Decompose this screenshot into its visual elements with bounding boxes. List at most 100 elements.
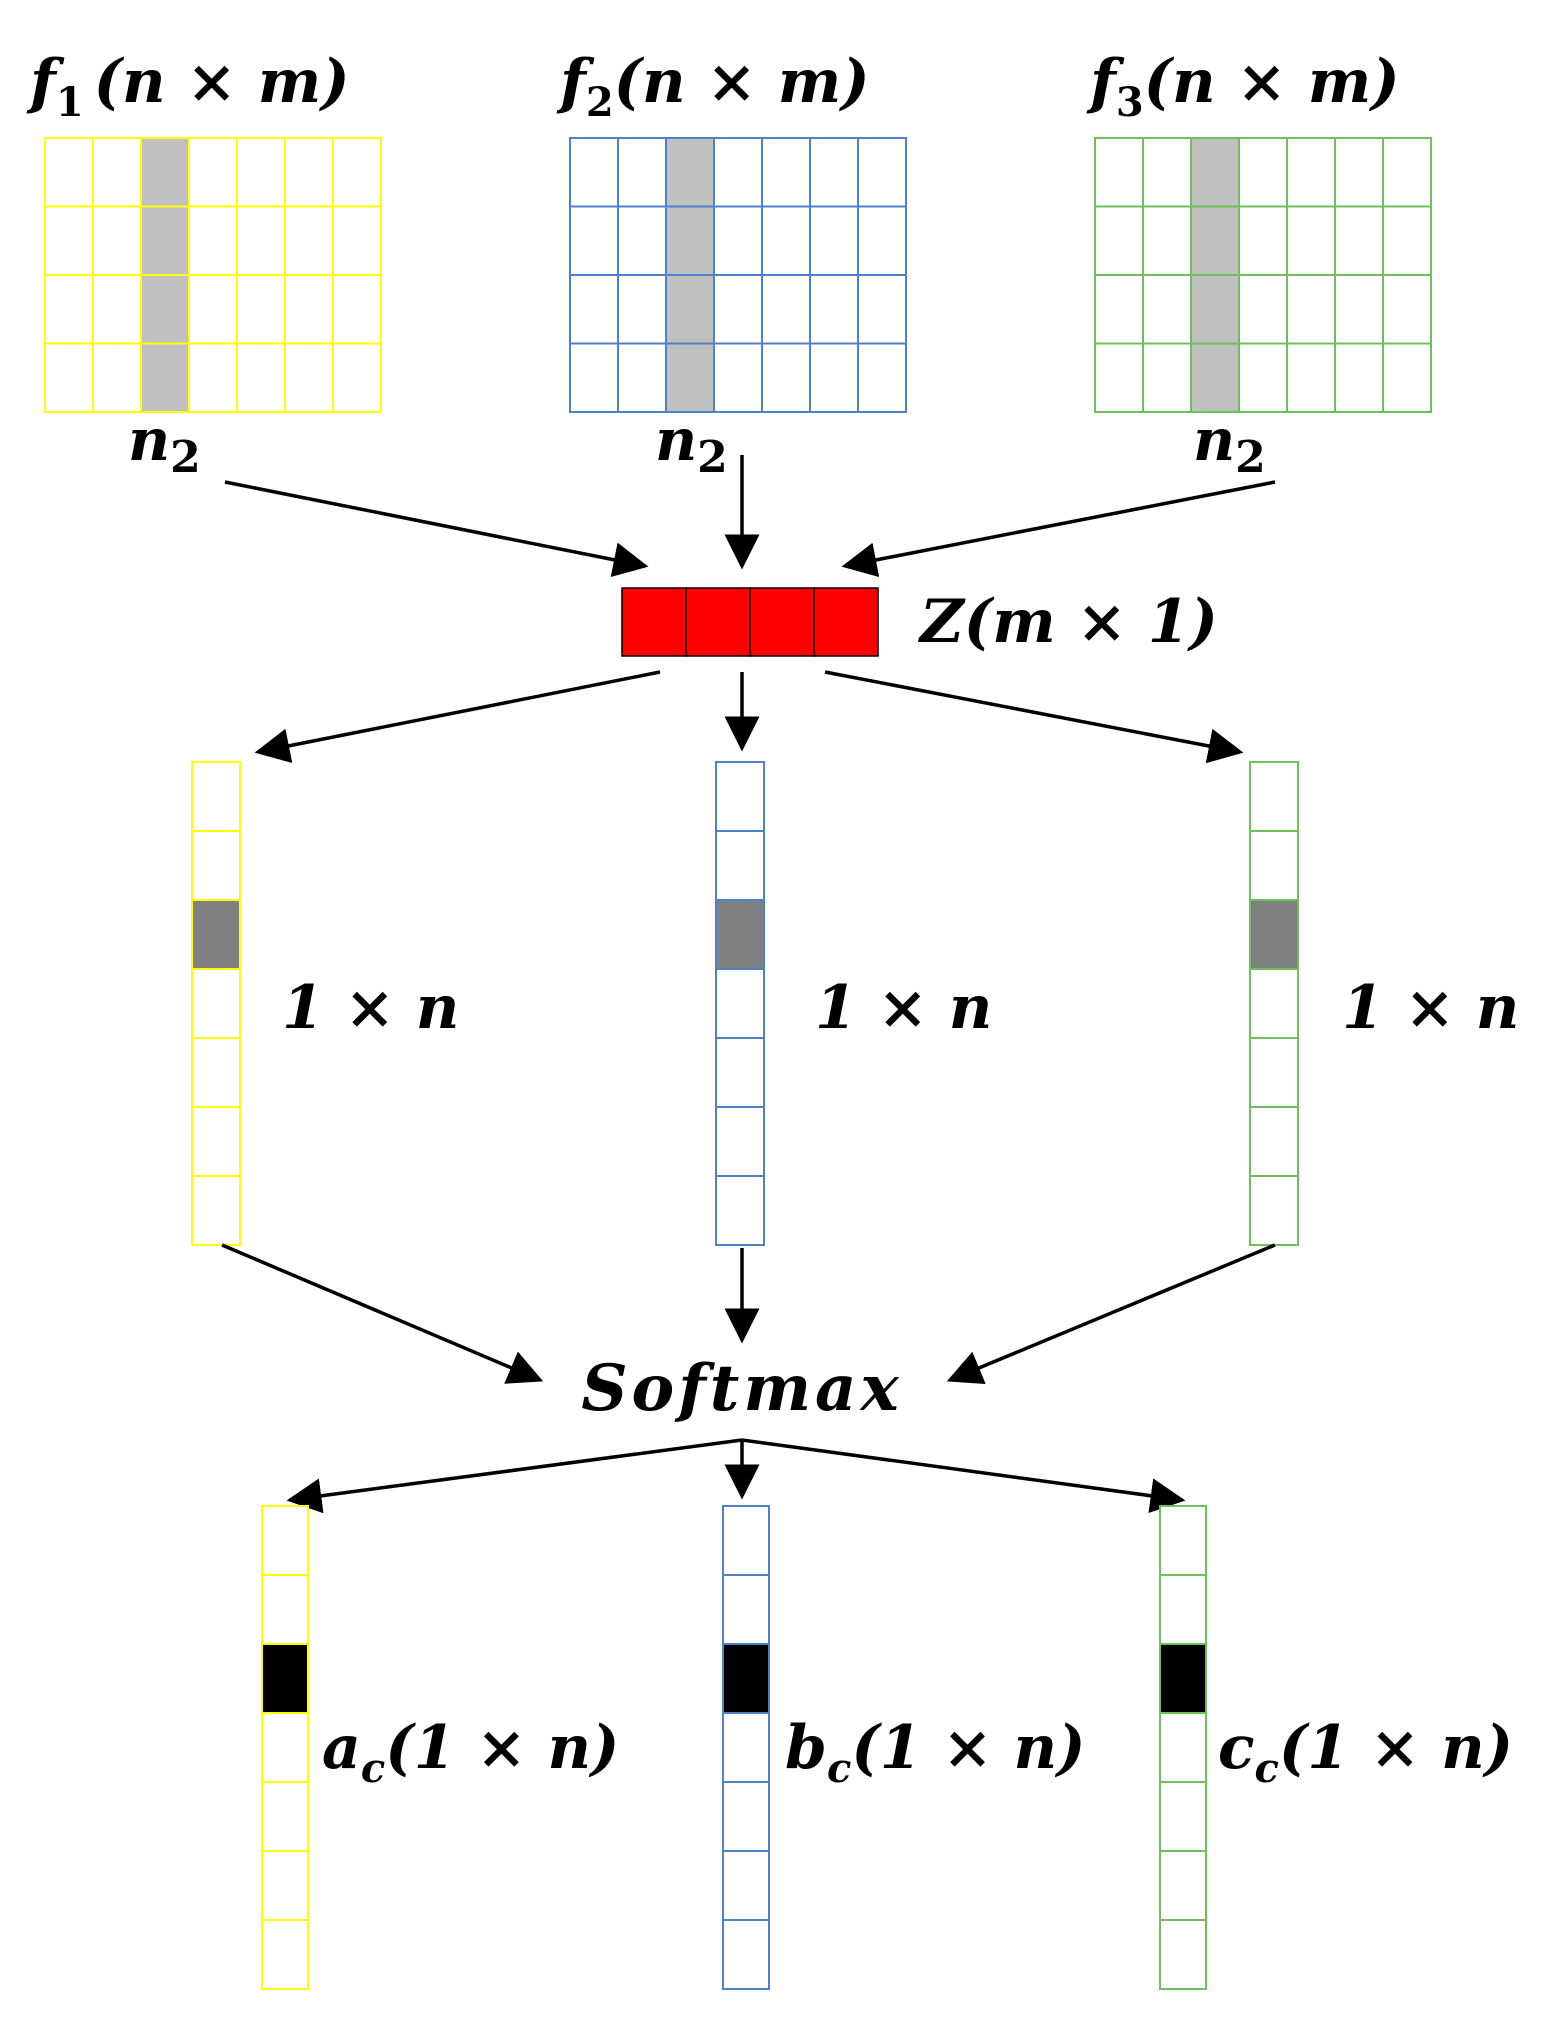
output-vector-cell [1159, 1850, 1207, 1921]
arrow-softmax-to-out3 [741, 1438, 1186, 1514]
matrix-cell [713, 137, 763, 208]
matrix-cell [1382, 274, 1432, 345]
matrix-cell [809, 342, 859, 413]
matrix-cell [1094, 137, 1144, 208]
arrow-mid1-to-softmax [221, 1243, 544, 1384]
matrix-cell [617, 205, 667, 276]
matrix-cell [1286, 205, 1336, 276]
matrix-cell [332, 342, 382, 413]
output-vector-a-label: ac(1 × n) [322, 1713, 619, 1792]
mid-vector-cell [1249, 830, 1299, 901]
matrix-cell [761, 274, 811, 345]
matrix-cell [617, 274, 667, 345]
matrix-cell [809, 205, 859, 276]
matrix-cell-highlighted [665, 274, 715, 345]
mid-vector-cell [191, 761, 241, 832]
output-vector-cell [1159, 1712, 1207, 1783]
matrix-f3-grid [1094, 137, 1432, 413]
matrix-cell [761, 205, 811, 276]
matrix-cell [44, 137, 94, 208]
mid-vector-cell [191, 968, 241, 1039]
output-vector-a [261, 1505, 309, 1990]
output-vector-cell [1159, 1781, 1207, 1852]
matrix-cell [761, 342, 811, 413]
mid-vector-cell [1249, 761, 1299, 832]
z-vector-cell [621, 587, 687, 657]
matrix-cell-highlighted [665, 205, 715, 276]
matrix-cell [44, 342, 94, 413]
matrix-cell [1334, 274, 1384, 345]
matrix-cell [332, 205, 382, 276]
matrix-cell [188, 342, 238, 413]
mid-vector-cell [191, 1037, 241, 1108]
matrix-cell [1094, 205, 1144, 276]
output-vector-cell [722, 1781, 770, 1852]
matrix-cell [236, 205, 286, 276]
mid-vector-cell [715, 1106, 765, 1177]
arrow-softmax-to-out1 [286, 1438, 743, 1514]
matrix-cell [1334, 205, 1384, 276]
mid-vector-cell [191, 1175, 241, 1246]
matrix-cell [1238, 274, 1288, 345]
mid-vector-cell-highlighted [1249, 899, 1299, 970]
matrix-cell-highlighted [140, 137, 190, 208]
matrix-cell [1334, 342, 1384, 413]
matrix-cell [284, 274, 334, 345]
softmax-label: Softmax [581, 1351, 902, 1426]
z-vector-label: Z(m × 1) [918, 587, 1218, 657]
matrix-cell [857, 205, 907, 276]
mid-vector-2-label: 1 × n [815, 973, 992, 1043]
matrix-f3-title: f3(n × m) [1086, 47, 1400, 126]
output-vector-cell [1159, 1574, 1207, 1645]
matrix-cell [1238, 137, 1288, 208]
output-vector-cell [261, 1919, 309, 1990]
matrix-cell [1382, 205, 1432, 276]
matrix-cell [1094, 342, 1144, 413]
z-vector-cell [685, 587, 751, 657]
matrix-cell [569, 342, 619, 413]
matrix-cell [713, 205, 763, 276]
matrix-cell [1142, 137, 1192, 208]
matrix-cell [857, 137, 907, 208]
z-vector-cell [749, 587, 815, 657]
matrix-f1-grid [44, 137, 382, 413]
mid-vector-cell [1249, 1106, 1299, 1177]
matrix-cell [1142, 205, 1192, 276]
output-vector-cell-highlighted [1159, 1643, 1207, 1714]
matrix-cell [569, 205, 619, 276]
matrix-cell [284, 342, 334, 413]
mid-vector-cell [715, 1037, 765, 1108]
output-vector-cell [261, 1712, 309, 1783]
output-vector-b [722, 1505, 770, 1990]
output-vector-cell [261, 1574, 309, 1645]
matrix-cell [569, 137, 619, 208]
mid-vector-3 [1249, 761, 1299, 1246]
matrix-cell-highlighted [1190, 274, 1240, 345]
matrix-cell [713, 274, 763, 345]
arrow-z-to-mid3 [824, 670, 1244, 764]
mid-vector-cell [1249, 1175, 1299, 1246]
matrix-cell [1286, 137, 1336, 208]
mid-vector-cell-highlighted [191, 899, 241, 970]
output-vector-cell-highlighted [722, 1643, 770, 1714]
matrix-cell-highlighted [140, 274, 190, 345]
output-vector-c-label: cc(1 × n) [1218, 1713, 1513, 1792]
matrix-cell [1142, 342, 1192, 413]
matrix-cell [236, 342, 286, 413]
matrix-cell [92, 274, 142, 345]
matrix-cell [1334, 137, 1384, 208]
matrix-cell-highlighted [665, 137, 715, 208]
matrix-cell [188, 137, 238, 208]
mid-vector-cell-highlighted [715, 899, 765, 970]
mid-vector-cell [191, 1106, 241, 1177]
matrix-cell [1286, 342, 1336, 413]
mid-vector-3-label: 1 × n [1342, 973, 1519, 1043]
output-vector-c [1159, 1505, 1207, 1990]
output-vector-cell [722, 1850, 770, 1921]
matrix-cell [284, 205, 334, 276]
arrow-f1-to-z [224, 480, 649, 577]
matrix-f2-title: f2(n × m) [556, 47, 870, 126]
matrix-cell [1142, 274, 1192, 345]
output-vector-cell [261, 1850, 309, 1921]
